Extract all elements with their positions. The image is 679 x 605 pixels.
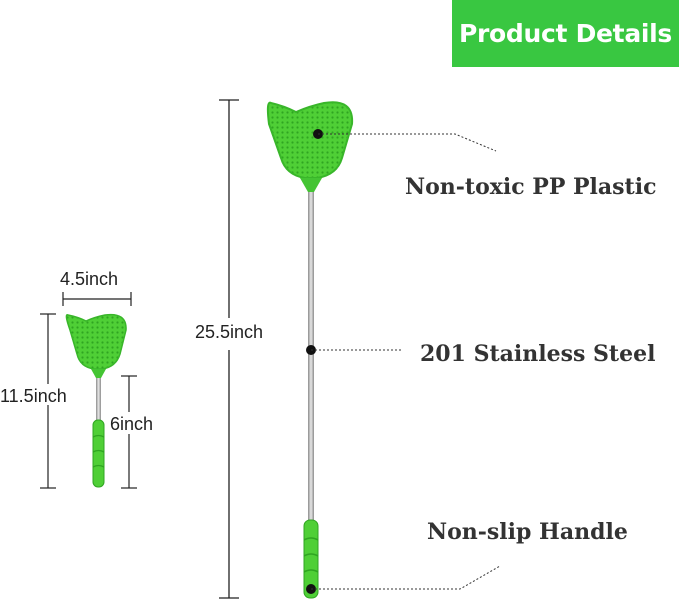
handle-callout-leader [311,565,501,590]
small-swatter [40,292,137,489]
large-length-dimension [219,99,239,599]
large-swatter [219,99,501,599]
product-details-banner: Product Details [452,0,679,67]
large-plastic-head [266,101,354,179]
small-handle-length-label: 6inch [110,414,154,434]
small-handle-dimension [121,375,137,489]
handle-material-label: Non-slip Handle [427,519,628,545]
small-width-dimension [62,292,132,306]
small-handle [92,419,105,488]
small-width-label: 4.5inch [60,269,119,289]
small-steel-rod [96,375,101,423]
small-length-label: 11.5inch [0,386,67,406]
banner-title: Product Details [458,19,673,48]
rod-material-label: 201 Stainless Steel [420,341,656,367]
head-callout-leader [318,133,497,152]
small-plastic-head [65,313,127,370]
large-handle [303,519,319,599]
head-material-label: Non-toxic PP Plastic [405,174,657,200]
large-length-label: 25.5inch [195,322,264,342]
small-length-dimension [40,313,56,489]
